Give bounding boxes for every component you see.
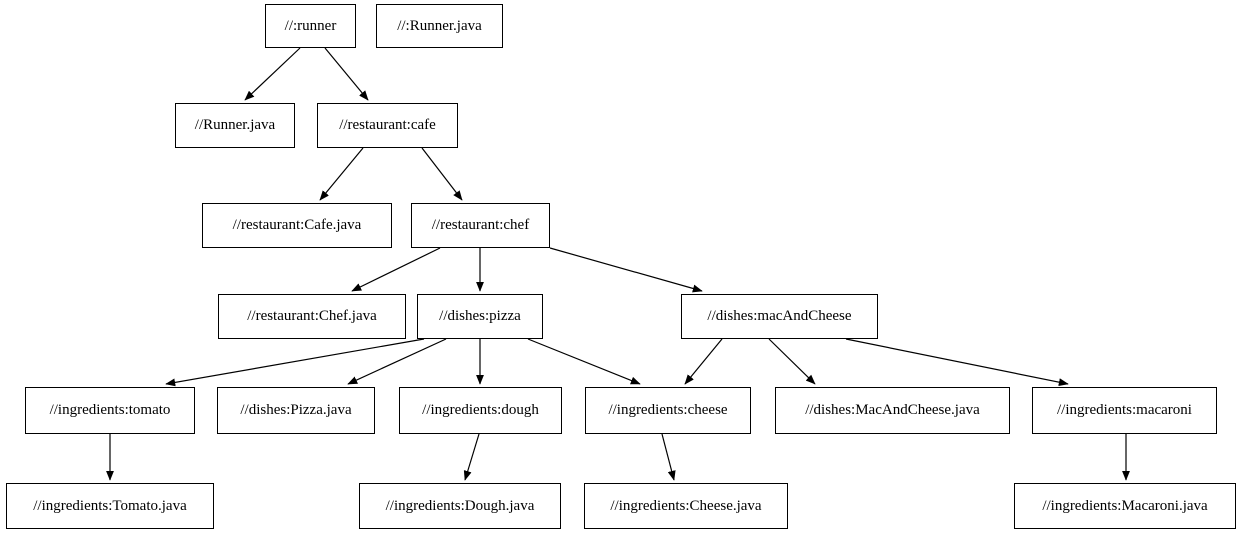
graph-node-label: //dishes:pizza: [439, 308, 521, 324]
graph-node-runner_java[interactable]: //Runner.java: [175, 103, 295, 148]
graph-node-label: //restaurant:cafe: [339, 117, 436, 133]
graph-node-label: //ingredients:Cheese.java: [610, 497, 762, 514]
graph-node-cafe[interactable]: //restaurant:cafe: [317, 103, 458, 148]
graph-node-label: //:runner: [284, 17, 337, 34]
graph-node-label: //dishes:macAndCheese: [707, 308, 852, 324]
graph-node-runner_java_root[interactable]: //:Runner.java: [376, 4, 503, 48]
graph-node-pizza[interactable]: //dishes:pizza: [417, 294, 543, 339]
graph-node-cheese_java[interactable]: //ingredients:Cheese.java: [584, 483, 788, 529]
graph-node-tomato[interactable]: //ingredients:tomato: [25, 387, 195, 434]
graph-node-runner[interactable]: //:runner: [265, 4, 356, 48]
graph-node-label: //ingredients:Macaroni.java: [1042, 497, 1208, 514]
graph-node-dough_java[interactable]: //ingredients:Dough.java: [359, 483, 561, 529]
graph-node-label: //restaurant:Cafe.java: [232, 217, 362, 233]
graph-node-macaroni[interactable]: //ingredients:macaroni: [1032, 387, 1217, 434]
graph-node-label: //Runner.java: [194, 117, 276, 133]
graph-node-cheese[interactable]: //ingredients:cheese: [585, 387, 751, 434]
graph-node-label: //dishes:MacAndCheese.java: [805, 402, 980, 418]
graph-node-tomato_java[interactable]: //ingredients:Tomato.java: [6, 483, 214, 529]
graph-node-label: //dishes:Pizza.java: [240, 402, 352, 418]
graph-node-label: //ingredients:Tomato.java: [33, 497, 187, 514]
graph-node-cafe_java[interactable]: //restaurant:Cafe.java: [202, 203, 392, 248]
graph-node-label: //ingredients:Dough.java: [385, 497, 535, 514]
graph-node-chef_java[interactable]: //restaurant:Chef.java: [218, 294, 406, 339]
graph-node-mac_and_cheese_java[interactable]: //dishes:MacAndCheese.java: [775, 387, 1010, 434]
graph-node-label: //:Runner.java: [397, 17, 482, 34]
graph-node-label: //restaurant:chef: [431, 217, 530, 233]
graph-node-label: //ingredients:cheese: [608, 402, 728, 418]
graph-node-label: //restaurant:Chef.java: [247, 308, 377, 324]
graph-node-pizza_java[interactable]: //dishes:Pizza.java: [217, 387, 375, 434]
graph-node-dough[interactable]: //ingredients:dough: [399, 387, 562, 434]
graph-node-label: //ingredients:tomato: [49, 402, 171, 418]
graph-node-chef[interactable]: //restaurant:chef: [411, 203, 550, 248]
graph-node-mac_and_cheese[interactable]: //dishes:macAndCheese: [681, 294, 878, 339]
graph-node-label: //ingredients:dough: [422, 402, 539, 418]
graph-node-macaroni_java[interactable]: //ingredients:Macaroni.java: [1014, 483, 1236, 529]
graph-node-label: //ingredients:macaroni: [1057, 402, 1192, 418]
